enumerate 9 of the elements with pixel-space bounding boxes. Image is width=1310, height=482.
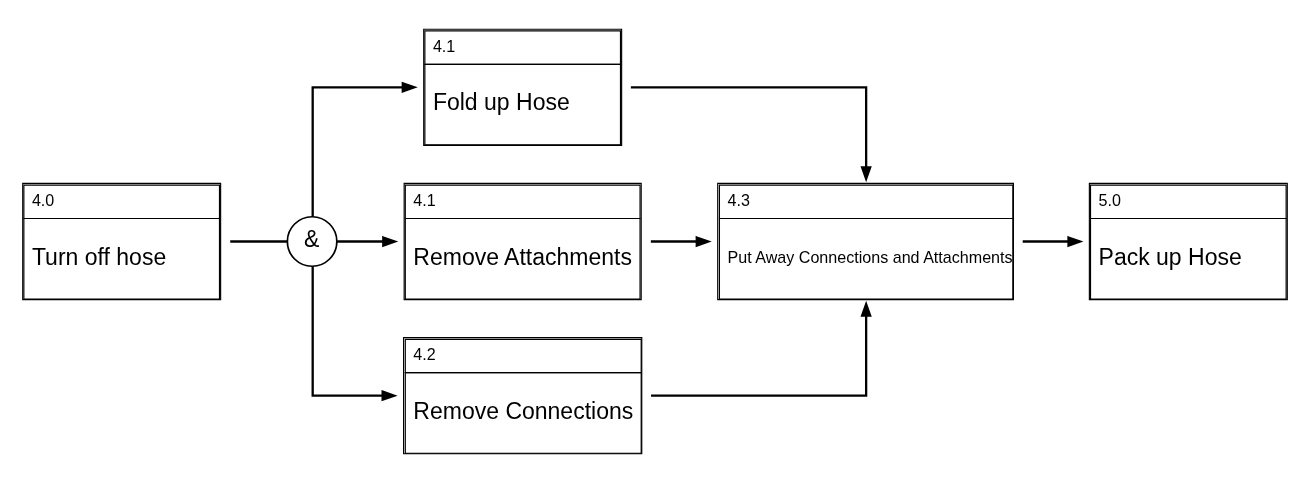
arrow <box>1022 235 1084 247</box>
connector <box>230 239 288 243</box>
node-circle: & <box>286 215 338 267</box>
arrow <box>650 235 712 247</box>
arrow <box>311 81 418 217</box>
arrow <box>311 265 398 401</box>
arrow <box>630 85 872 182</box>
arrow <box>337 235 399 247</box>
arrow <box>651 300 872 397</box>
